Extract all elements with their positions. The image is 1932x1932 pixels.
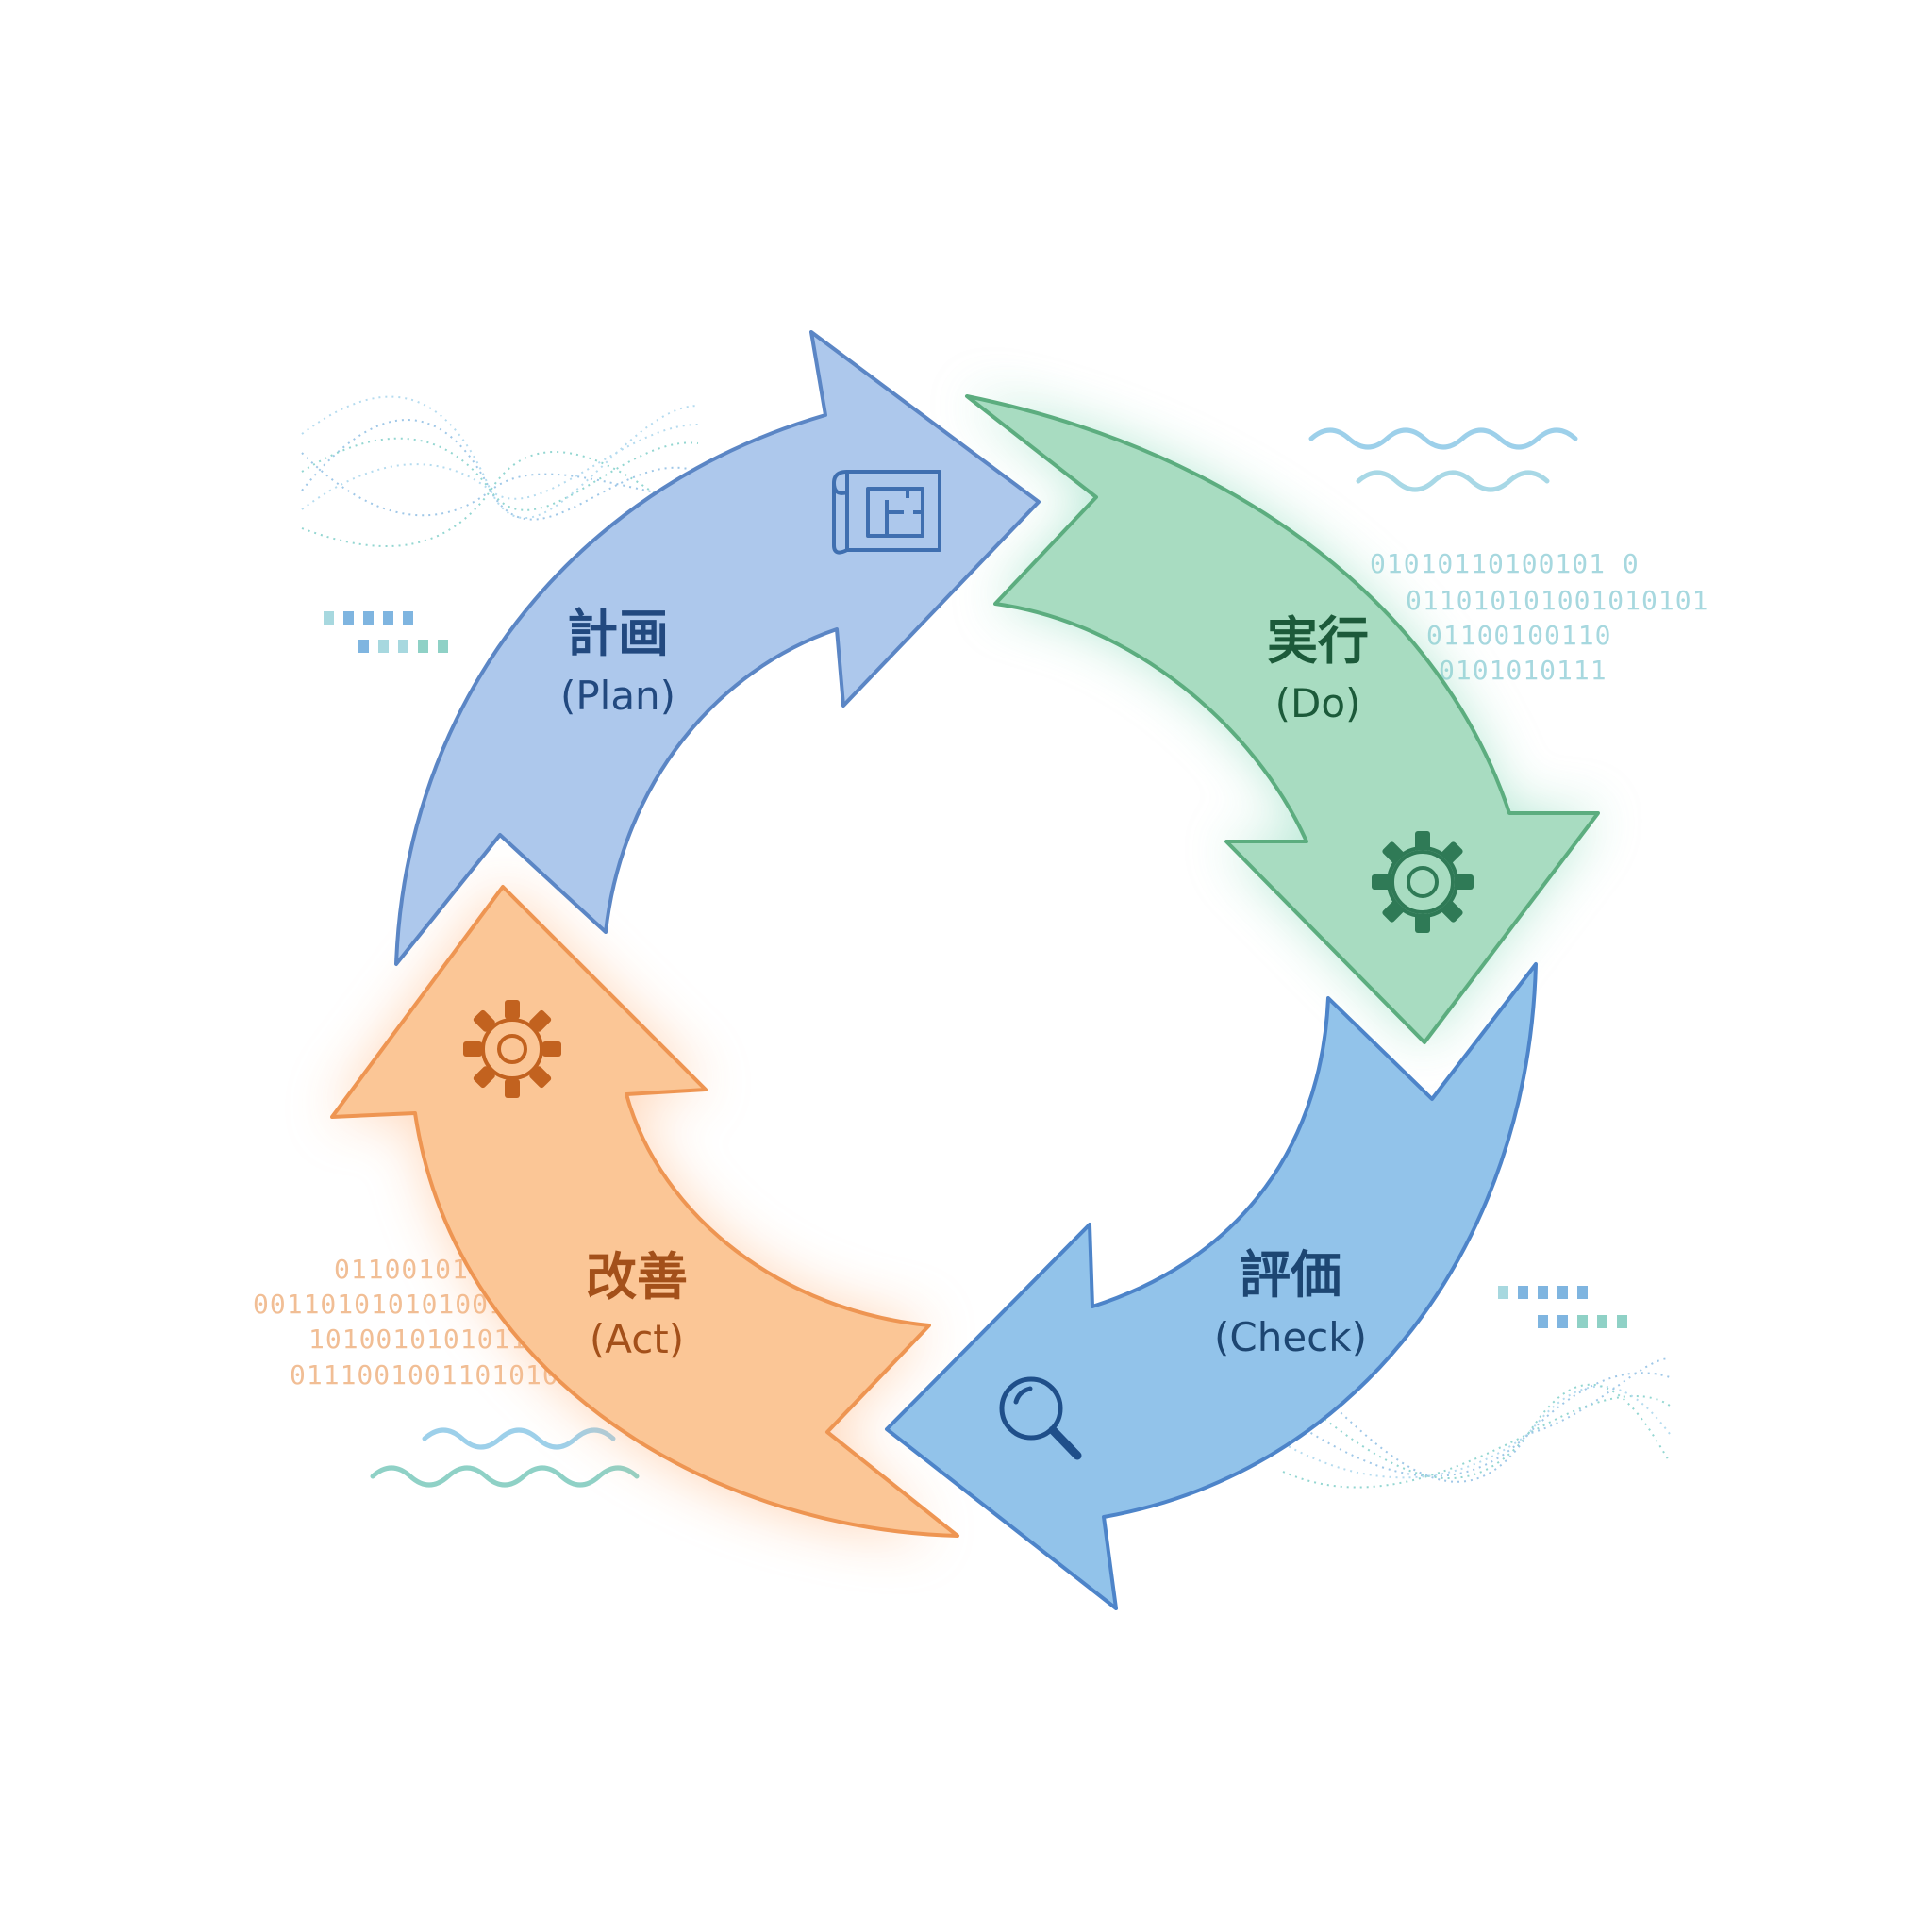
wave-ribbon-top-left: [301, 395, 699, 547]
binary-right-line-4: 0101010111: [1439, 655, 1607, 686]
plan-subtitle: (Plan): [560, 673, 675, 719]
dash-marks-left: [324, 611, 448, 653]
binary-text-right: 01010110100101 0 011010101001010101 0110…: [1370, 548, 1708, 686]
blueprint-icon: [832, 470, 941, 555]
binary-right-line-2: 011010101001010101: [1406, 585, 1708, 616]
binary-right-line-3: 01100100110: [1426, 620, 1611, 651]
do-subtitle: (Do): [1275, 680, 1361, 726]
binary-left-line-3: 10100101010111: [308, 1324, 544, 1355]
stage-do: 実行 (Do): [965, 394, 1600, 1044]
check-arrow: [885, 962, 1538, 1610]
act-title: 改善: [586, 1247, 688, 1307]
squiggle-lines-top-right: [1308, 427, 1578, 492]
magnifying-glass-icon: [999, 1376, 1082, 1460]
check-subtitle: (Check): [1214, 1314, 1367, 1360]
binary-right-line-1: 01010110100101 0: [1370, 548, 1640, 579]
squiggle-lines-bottom-left: [370, 1427, 640, 1488]
stage-check: 評価 (Check): [885, 962, 1538, 1610]
act-subtitle: (Act): [590, 1316, 684, 1362]
stage-act: 改善 (Act): [330, 885, 959, 1538]
stage-plan: 計画 (Plan): [394, 330, 1041, 966]
dash-marks-right: [1498, 1286, 1627, 1328]
do-title: 実行: [1267, 611, 1369, 671]
plan-title: 計画: [567, 604, 669, 663]
binary-left-line-4: 01110010011010101: [290, 1359, 576, 1391]
gear-icon: [463, 1000, 561, 1098]
check-title: 評価: [1240, 1245, 1341, 1305]
plan-arrow: [394, 330, 1041, 966]
binary-left-line-2: 0011010101010010: [253, 1289, 523, 1320]
wave-ribbon-bottom-right: [1282, 1357, 1671, 1489]
gear-icon: [1372, 831, 1474, 933]
binary-text-left: 01100101011 0011010101010010 10100101010…: [253, 1254, 576, 1391]
